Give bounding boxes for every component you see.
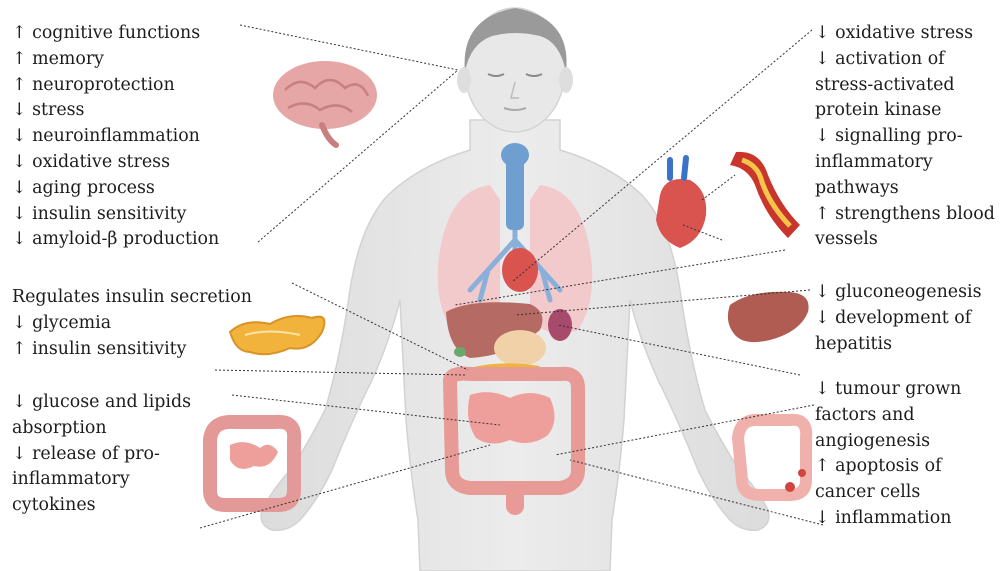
pancreas-effects-list: Regulates insulin secretion ↓ glycemia ↑…	[12, 285, 252, 362]
intestine-effect-line: ↓ glucose and lipids	[12, 390, 191, 416]
intestine-effects-list: ↓ glucose and lipids absorption ↓ releas…	[12, 390, 191, 519]
thyroid	[501, 143, 529, 167]
liver-effects-list: ↓ gluconeogenesis ↓ development of hepat…	[815, 280, 982, 357]
heart-effect-line: protein kinase	[815, 98, 995, 124]
heart-organ	[502, 248, 538, 292]
intestine-effect-line: cytokines	[12, 493, 191, 519]
heart-effect-line: pathways	[815, 176, 995, 202]
brain-effect-line: ↓ stress	[12, 98, 219, 124]
intestine-effect-line: ↓ release of pro-	[12, 442, 191, 468]
small-intestine-organ	[468, 392, 555, 443]
gallbladder	[454, 347, 466, 357]
heart-effect-line: inflammatory	[815, 150, 995, 176]
brain-icon	[273, 61, 377, 145]
colon-effect-line: ↑ apoptosis of	[815, 454, 961, 480]
artery-icon	[730, 152, 800, 238]
colon-effect-line: angiogenesis	[815, 429, 961, 455]
brain-effect-line: ↑ memory	[12, 47, 219, 73]
left-ear	[457, 67, 471, 93]
heart-effects-list: ↓ oxidative stress ↓ activation of stres…	[815, 21, 995, 253]
colon-effect-line: factors and	[815, 403, 961, 429]
colon-icon	[738, 420, 806, 495]
brain-effect-line: ↑ neuroprotection	[12, 73, 219, 99]
heart-artery-connector	[702, 175, 735, 200]
colon-effect-line: cancer cells	[815, 480, 961, 506]
intestine-effect-line: absorption	[12, 416, 191, 442]
brain-effect-line: ↓ neuroinflammation	[12, 124, 219, 150]
liver-icon	[728, 292, 809, 342]
brain-effect-line: ↑ cognitive functions	[12, 21, 219, 47]
heart-effect-line: ↓ signalling pro-	[815, 124, 995, 150]
pancreas-effect-line: ↑ insulin sensitivity	[12, 337, 252, 363]
pancreas-effect-line: Regulates insulin secretion	[12, 285, 252, 311]
heart-effect-line: ↓ oxidative stress	[815, 21, 995, 47]
intestine-effect-line: inflammatory	[12, 467, 191, 493]
heart-effect-line: vessels	[815, 227, 995, 253]
colon-effect-line: ↓ inflammation	[815, 506, 961, 532]
heart-effect-line: stress-activated	[815, 73, 995, 99]
stomach-organ	[494, 330, 546, 366]
liver-effect-line: ↓ gluconeogenesis	[815, 280, 982, 306]
liver-effect-line: ↓ development of	[815, 306, 982, 332]
liver-effect-line: hepatitis	[815, 332, 982, 358]
right-ear	[559, 67, 573, 93]
pancreas-effect-line: ↓ glycemia	[12, 311, 252, 337]
brain-effect-line: ↓ aging process	[12, 176, 219, 202]
brain-connector-top	[240, 25, 458, 70]
brain-effect-line: ↓ insulin sensitivity	[12, 202, 219, 228]
rectum	[506, 485, 524, 515]
colon-effect-line: ↓ tumour grown	[815, 377, 961, 403]
brain-effects-list: ↑ cognitive functions ↑ memory ↑ neuropr…	[12, 21, 219, 253]
heart-effect-line: ↓ activation of	[815, 47, 995, 73]
brain-effect-line: ↓ amyloid-β production	[12, 227, 219, 253]
heart-effect-line: ↑ strengthens blood	[815, 202, 995, 228]
heart-icon	[656, 158, 706, 248]
brain-effect-line: ↓ oxidative stress	[12, 150, 219, 176]
colon-effects-list: ↓ tumour grown factors and angiogenesis …	[815, 377, 961, 532]
